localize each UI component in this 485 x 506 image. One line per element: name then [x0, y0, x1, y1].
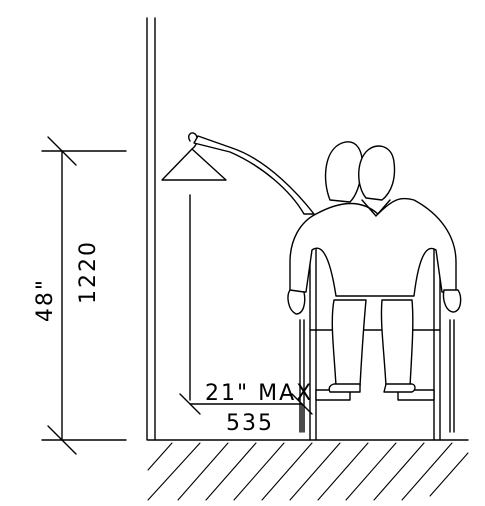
- dimension-label-mm-horizontal: 535: [226, 411, 274, 436]
- head: [358, 145, 396, 201]
- dimension-tick-top: [47, 136, 77, 166]
- right-hand: [442, 289, 462, 313]
- wheelchair: [299, 244, 455, 441]
- footrest-right: [397, 389, 435, 401]
- vertical-dimension: 48" 1220: [33, 136, 127, 455]
- coat-hanger: [161, 132, 227, 181]
- horizontal-dimension: 21" MAX 535: [179, 381, 313, 436]
- dimension-label-mm: 1220: [76, 240, 101, 304]
- right-shoe: [383, 383, 416, 393]
- rear-figure: [324, 141, 363, 203]
- left-leg: [331, 299, 367, 387]
- right-leg: [380, 299, 414, 387]
- dimension-tick-bottom: [47, 425, 77, 455]
- dimension-label-inches: 48": [33, 278, 58, 322]
- floor-hatch: [147, 442, 469, 501]
- floor: [147, 439, 469, 501]
- dimension-label-inches-max: 21" MAX: [205, 381, 313, 406]
- left-hand: [287, 289, 306, 315]
- dimension-tick-left: [179, 393, 201, 415]
- left-shoe: [328, 383, 361, 393]
- wall: [146, 17, 156, 441]
- wheelchair-user: [193, 135, 462, 441]
- reaching-arm: [193, 135, 315, 215]
- collar: [361, 199, 391, 217]
